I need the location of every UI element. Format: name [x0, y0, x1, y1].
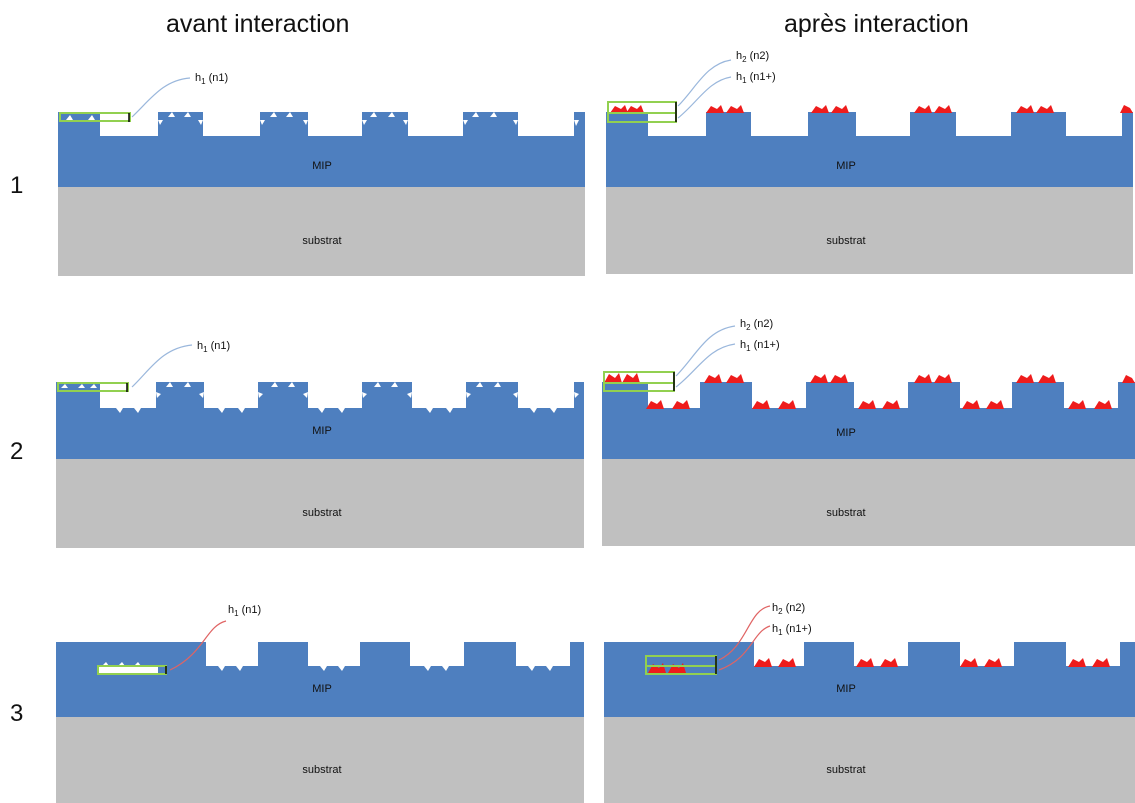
- panel-row2-after: h2 (n2) h1 (n1+) MIP substrat: [602, 318, 1135, 546]
- label-h1-n1plus: h1 (n1+): [772, 623, 812, 637]
- embedded-cavity: [98, 666, 158, 673]
- callout-line-h1: [169, 620, 227, 671]
- label-mip: MIP: [312, 683, 332, 695]
- thickness-box-h1: [57, 382, 129, 392]
- thickness-box-h1: [59, 112, 131, 122]
- callout-line-h2: [718, 605, 771, 661]
- label-substrate: substrat: [302, 235, 341, 247]
- label-substrate: substrat: [302, 764, 341, 776]
- panel-row1-after: h2 (n2) h1 (n1+) MIP substrat: [606, 50, 1133, 274]
- substrate-layer: [56, 716, 584, 803]
- mip-layer: [604, 642, 1135, 717]
- column-title-before: avant interaction: [166, 10, 350, 38]
- panel-row2-before: h1 (n1) MIP substrat: [56, 340, 584, 548]
- analyte-molecules: [604, 373, 1135, 409]
- label-mip: MIP: [836, 160, 856, 172]
- label-substrate: substrat: [826, 507, 865, 519]
- callout-line-h1: [131, 344, 193, 388]
- substrate-layer: [606, 186, 1133, 274]
- callout-line-h1: [675, 343, 736, 388]
- panel-row1-before: h1 (n1) MIP substrat: [58, 72, 585, 276]
- callout-line-h1: [718, 625, 771, 671]
- column-title-after: après interaction: [784, 10, 969, 38]
- callout-line-h1: [677, 76, 732, 119]
- mip-layer: [58, 112, 585, 187]
- analyte-molecules: [648, 658, 1110, 673]
- mip-layer: [602, 382, 1135, 459]
- label-substrate: substrat: [826, 764, 865, 776]
- mip-layer: [606, 112, 1133, 187]
- row-number-1: 1: [10, 172, 24, 199]
- label-h2-n2: h2 (n2): [772, 602, 805, 616]
- row-number-3: 3: [10, 700, 24, 727]
- label-h1-n1: h1 (n1): [195, 72, 228, 86]
- label-h2-n2: h2 (n2): [740, 318, 773, 332]
- label-mip: MIP: [836, 427, 856, 439]
- mip-layer: [56, 382, 584, 459]
- label-h1-n1plus: h1 (n1+): [736, 71, 776, 85]
- label-h1-n1plus: h1 (n1+): [740, 339, 780, 353]
- label-h2-n2: h2 (n2): [736, 50, 769, 64]
- imprint-cavities: [66, 112, 579, 126]
- row-number-2: 2: [10, 438, 24, 465]
- label-substrate: substrat: [826, 235, 865, 247]
- label-substrate: substrat: [302, 507, 341, 519]
- mip-layer: [56, 642, 584, 717]
- label-mip: MIP: [312, 425, 332, 437]
- label-h1-n1: h1 (n1): [197, 340, 230, 354]
- panel-row3-before: h1 (n1) MIP substrat: [56, 604, 584, 803]
- label-mip: MIP: [836, 683, 856, 695]
- callout-line-h2: [677, 59, 732, 107]
- imprint-cavities: [102, 650, 570, 671]
- analyte-molecules: [610, 105, 1133, 113]
- substrate-layer: [604, 716, 1135, 803]
- panel-row3-after: h2 (n2) h1 (n1+) MIP substrat: [604, 602, 1135, 803]
- substrate-layer: [56, 458, 584, 548]
- substrate-layer: [58, 186, 585, 276]
- substrate-layer: [602, 458, 1135, 546]
- imprint-cavities: [61, 382, 579, 413]
- label-mip: MIP: [312, 160, 332, 172]
- callout-line-h2: [675, 325, 736, 377]
- callout-line-h1: [131, 77, 191, 118]
- label-h1-n1: h1 (n1): [228, 604, 261, 618]
